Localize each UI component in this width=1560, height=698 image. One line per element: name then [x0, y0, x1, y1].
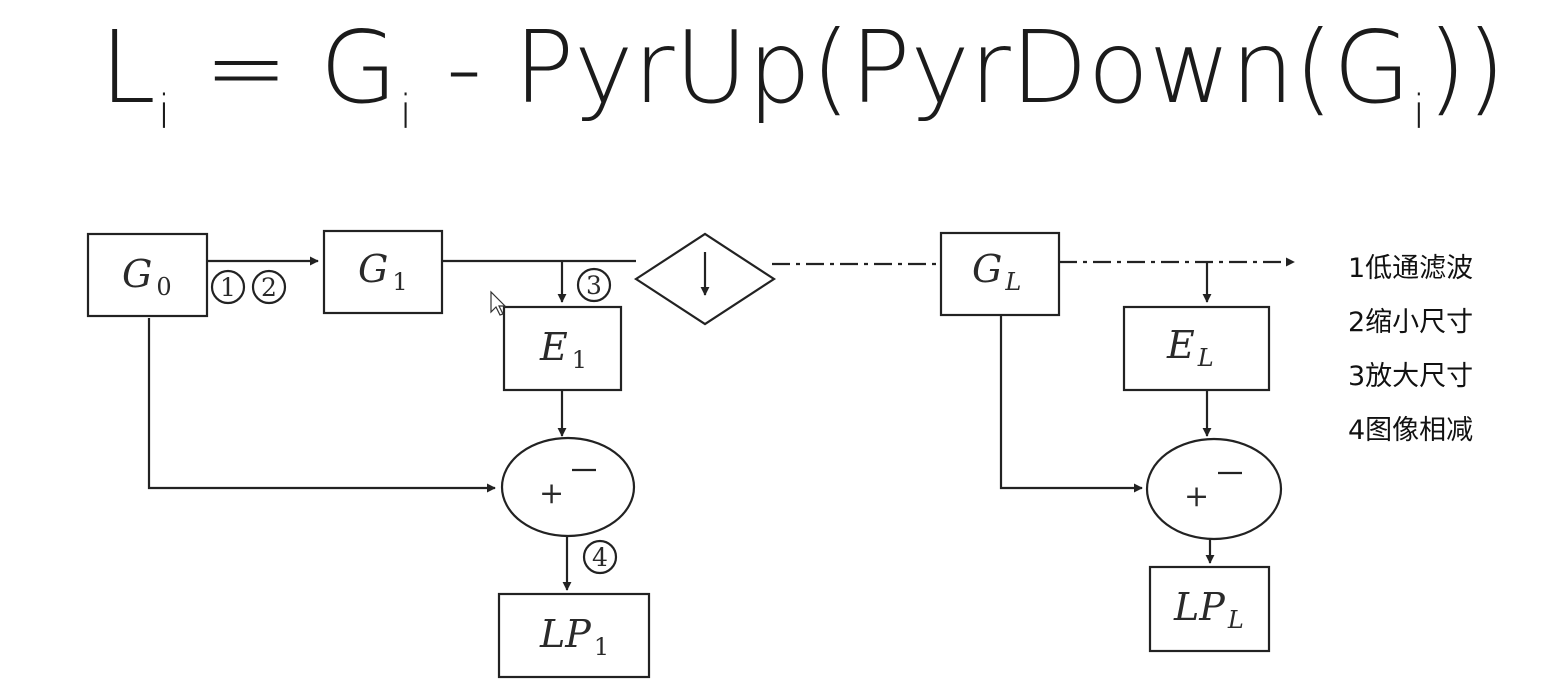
node-g1 — [322, 229, 444, 315]
edge-gl-subtract — [999, 316, 1143, 493]
formula-lhs-subscript: i — [157, 85, 171, 139]
formula-inner-subscript: i — [1412, 85, 1426, 139]
plus-sign-l: + — [1184, 479, 1209, 514]
plus-sign-1: + — [539, 476, 564, 511]
step-number-4: 4 — [592, 543, 608, 572]
step-circle-4 — [582, 539, 618, 575]
node-subtract-l — [1145, 437, 1283, 541]
step-number-3: 3 — [586, 271, 602, 300]
node-e1 — [502, 305, 623, 392]
edge-g0-subtract — [147, 318, 496, 493]
step-legend: 1低通滤波 2缩小尺寸 3放大尺寸 4图像相减 — [1348, 246, 1548, 462]
node-lpl — [1148, 565, 1271, 653]
mouse-cursor-icon — [490, 290, 507, 316]
step-circle-1 — [210, 269, 246, 305]
step-circle-2 — [251, 269, 287, 305]
legend-item-downsize: 2缩小尺寸 — [1348, 307, 1474, 338]
formula-minus: - — [445, 9, 483, 126]
step-circle-3 — [576, 267, 612, 303]
formula-lhs: L — [100, 9, 156, 126]
formula-g: G — [319, 9, 398, 126]
node-el — [1122, 305, 1271, 392]
formula-function: PyrUp(PyrDown(G — [513, 9, 1411, 126]
node-lp1 — [497, 592, 651, 679]
formula-g-subscript: i — [399, 85, 413, 139]
node-gl — [939, 231, 1061, 317]
legend-item-lowpass: 1低通滤波 — [1348, 253, 1474, 284]
pyramid-formula: Li = Gi - PyrUp(PyrDown(Gi)) — [100, 0, 1505, 139]
node-subtract-1 — [500, 436, 636, 538]
formula-close: )) — [1427, 9, 1506, 126]
formula-equals: = — [204, 9, 289, 126]
legend-item-subtract: 4图像相减 — [1348, 415, 1474, 446]
step-number-2: 2 — [261, 273, 277, 302]
step-number-1: 1 — [220, 273, 236, 302]
legend-item-upsize: 3放大尺寸 — [1348, 361, 1474, 392]
node-g0 — [86, 232, 209, 318]
